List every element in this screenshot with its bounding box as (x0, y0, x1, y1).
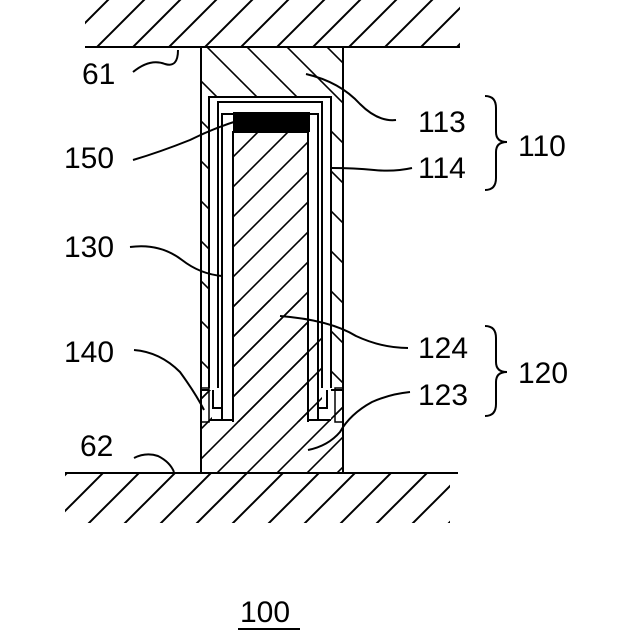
bottom-substrate (65, 473, 458, 523)
figure-number-100: 100 (240, 596, 290, 629)
inner-core-124 (233, 132, 308, 422)
label-114: 114 (418, 152, 466, 185)
label-113: 113 (418, 106, 466, 139)
label-150: 150 (64, 142, 114, 175)
label-120: 120 (518, 357, 568, 390)
label-140: 140 (64, 336, 114, 369)
electrode-150 (233, 112, 310, 132)
label-130: 130 (64, 231, 114, 264)
label-123: 123 (418, 379, 468, 412)
label-110: 110 (518, 130, 566, 163)
label-61: 61 (82, 58, 115, 91)
label-124: 124 (418, 332, 468, 365)
braces (485, 96, 507, 416)
top-substrate (85, 0, 460, 47)
label-62: 62 (80, 430, 113, 463)
